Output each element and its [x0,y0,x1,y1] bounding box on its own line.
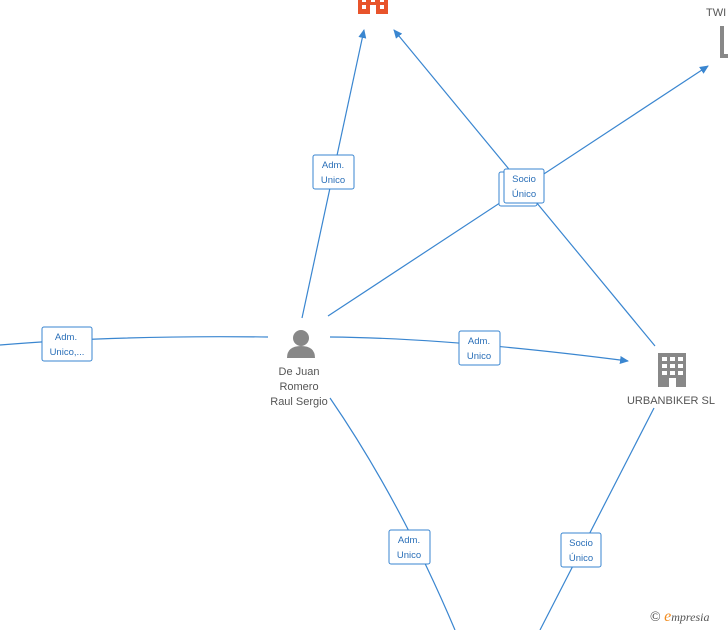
edge-person-to-bottom [329,397,456,630]
edge-label-line: Unico,... [50,347,85,358]
edge-label-top-admin: Adm. Unico [312,154,355,190]
brand-logo-text: mpresia [671,610,710,624]
edge-label-line: Adm. [468,336,490,347]
edge-urbanbiker-to-bottom [539,407,655,630]
edge-label-bottom-admin: Adm. Unico [388,529,431,565]
edge-label-line: Unico [321,175,345,186]
edge-label-line: Unico [397,550,421,561]
copyright-footer: © empresia [650,608,709,626]
edge-label-socio-top: Socio Único [498,168,545,207]
brand-logo-initial: e [664,608,672,625]
edge-left-to-person [0,336,269,346]
edge-label-line: Único [569,553,593,564]
person-node[interactable]: De Juan Romero Raul Sergio [270,330,328,408]
company-label: URBANBIKER SL [627,395,715,407]
copyright-symbol: © [650,610,661,625]
edge-label-line: Socio [512,174,536,185]
building-icon[interactable] [358,0,388,14]
person-icon [287,330,315,358]
urbanbiker-node[interactable]: URBANBIKER SL [627,353,715,407]
person-name-line: Romero [279,381,318,393]
edge-label-line: Adm. [398,535,420,546]
top-right-company-node[interactable]: TWI [706,7,728,58]
edge-label-right-admin: Adm. Unico [458,330,501,366]
company-label: TWI [706,7,726,19]
person-name-line: De Juan [279,366,320,378]
edge-label-line: Unico [467,351,491,362]
edge-label-line: Adm. [322,160,344,171]
building-icon [658,353,686,387]
edge-label-line: Socio [569,538,593,549]
edge-label-bottom-socio: Socio Único [560,532,602,568]
edge-label-left-admin: Adm. Unico,... [41,326,93,362]
edge-label-line: Único [512,189,536,200]
edge-label-line: Adm. [55,332,77,343]
person-name-line: Raul Sergio [270,396,327,408]
building-icon [720,26,728,58]
